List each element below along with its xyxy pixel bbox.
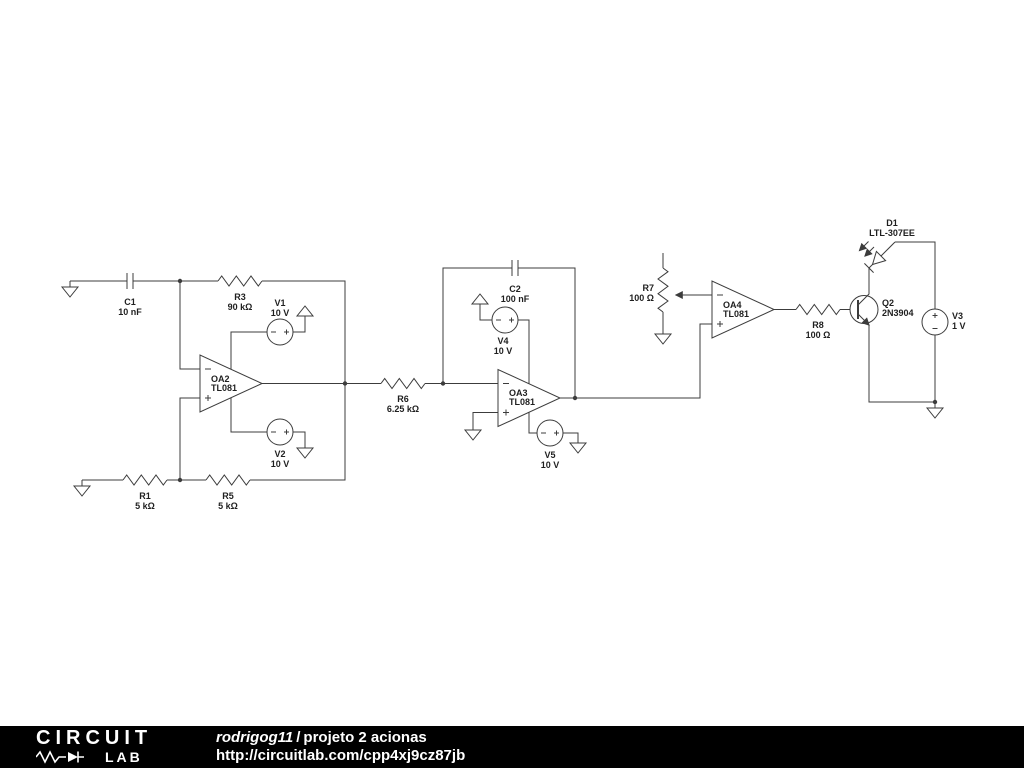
component-r5: R5 5 kΩ bbox=[205, 474, 251, 511]
ref-label: R5 bbox=[222, 491, 234, 501]
component-r3: R3 90 kΩ bbox=[217, 275, 263, 312]
component-v1: V1 10 V bbox=[266, 298, 294, 346]
voltage-source-icon bbox=[921, 308, 949, 336]
footer-separator: / bbox=[296, 729, 301, 746]
capacitor-icon bbox=[126, 272, 134, 290]
component-c2: C2 100 nF bbox=[501, 259, 530, 304]
capacitor-icon bbox=[511, 259, 519, 277]
value-label: 10 V bbox=[271, 308, 290, 318]
voltage-source-icon bbox=[266, 318, 294, 346]
component-oa4: OA4 TL081 bbox=[711, 280, 775, 339]
led-emission-arrow bbox=[858, 241, 869, 252]
component-v3: V3 1 V bbox=[921, 308, 966, 336]
ref-label: R7 bbox=[642, 283, 654, 293]
value-label: 10 nF bbox=[118, 307, 142, 317]
ref-label: V3 bbox=[952, 311, 963, 321]
schematic-svg: C1 10 nF R3 90 kΩ V1 10 V OA2 TL081 bbox=[61, 218, 966, 511]
led-emission-arrow bbox=[864, 246, 875, 257]
wires bbox=[70, 241, 936, 481]
logo-text-lab: LAB bbox=[105, 749, 143, 765]
value-label: 5 kΩ bbox=[218, 501, 238, 511]
value-label: TL081 bbox=[211, 383, 237, 393]
schematic-canvas[interactable]: C1 10 nF R3 90 kΩ V1 10 V OA2 TL081 bbox=[0, 0, 1024, 726]
transistor-collector bbox=[857, 268, 870, 306]
resistor-icon bbox=[205, 474, 251, 486]
resistor-icon bbox=[217, 275, 263, 287]
ground-icon bbox=[73, 479, 91, 497]
ref-label: V1 bbox=[274, 298, 285, 308]
value-label: 10 V bbox=[541, 460, 560, 470]
ref-label: R6 bbox=[397, 394, 409, 404]
ref-label: C1 bbox=[124, 297, 136, 307]
value-label: 5 kΩ bbox=[135, 501, 155, 511]
component-d1: D1 LTL-307EE bbox=[858, 218, 915, 273]
value-label: 90 kΩ bbox=[228, 302, 253, 312]
ref-label: Q2 bbox=[882, 298, 894, 308]
led-triangle bbox=[871, 250, 887, 266]
value-label: 1 V bbox=[952, 321, 966, 331]
ref-label: V5 bbox=[544, 450, 555, 460]
ref-label: R1 bbox=[139, 491, 151, 501]
component-v2: V2 10 V bbox=[266, 418, 294, 469]
component-oa3: OA3 TL081 bbox=[497, 369, 561, 427]
component-c1: C1 10 nF bbox=[118, 272, 142, 317]
ref-label: D1 bbox=[886, 218, 898, 228]
ref-label: R3 bbox=[234, 292, 246, 302]
ground-icon bbox=[296, 441, 314, 459]
value-label: 100 Ω bbox=[629, 293, 654, 303]
value-label: 10 V bbox=[494, 346, 513, 356]
component-q2: Q2 2N3904 bbox=[849, 268, 914, 326]
footer-bar: CIRCUIT LAB rodrigog11/projeto 2 acionas… bbox=[0, 726, 1024, 768]
value-label: LTL-307EE bbox=[869, 228, 915, 238]
ref-label: OA3 bbox=[509, 388, 528, 398]
component-r1: R1 5 kΩ bbox=[122, 474, 168, 511]
ground-icon bbox=[464, 423, 482, 441]
ground-icon bbox=[569, 436, 587, 454]
ref-label: OA4 bbox=[723, 300, 742, 310]
component-oa2: OA2 TL081 bbox=[199, 354, 263, 413]
ground-icon bbox=[654, 327, 672, 345]
value-label: TL081 bbox=[509, 397, 535, 407]
footer-title-line: rodrigog11/projeto 2 acionas bbox=[216, 729, 465, 747]
value-label: 2N3904 bbox=[882, 308, 914, 318]
component-r8: R8 100 Ω bbox=[795, 304, 841, 340]
component-v4: V4 10 V bbox=[491, 306, 519, 356]
potentiometer-icon bbox=[657, 267, 669, 313]
ground-up-icon bbox=[471, 293, 489, 311]
value-label: 100 Ω bbox=[806, 330, 831, 340]
ground-icon bbox=[926, 401, 944, 419]
value-label: TL081 bbox=[723, 309, 749, 319]
value-label: 10 V bbox=[271, 459, 290, 469]
footer-caption: rodrigog11/projeto 2 acionas http://circ… bbox=[216, 729, 465, 765]
component-v5: V5 10 V bbox=[536, 419, 564, 470]
transistor-emitter-arrow bbox=[857, 313, 870, 326]
ref-label: R8 bbox=[812, 320, 824, 330]
resistor-icon bbox=[795, 304, 841, 315]
voltage-source-icon bbox=[491, 306, 519, 334]
ref-label: V2 bbox=[274, 449, 285, 459]
ground-up-icon bbox=[296, 305, 314, 323]
footer-circuit-title: projeto 2 acionas bbox=[303, 729, 427, 746]
ref-label: V4 bbox=[497, 336, 508, 346]
led-cathode-bar bbox=[864, 263, 874, 273]
value-label: 100 nF bbox=[501, 294, 530, 304]
value-label: 6.25 kΩ bbox=[387, 404, 419, 414]
ground-symbols bbox=[61, 280, 944, 497]
ref-label: OA2 bbox=[211, 374, 230, 384]
logo-text-circuit: CIRCUIT bbox=[36, 727, 153, 749]
voltage-source-icon bbox=[266, 418, 294, 446]
resistor-icon bbox=[122, 474, 168, 486]
ref-label: C2 bbox=[509, 284, 521, 294]
footer-url-link[interactable]: http://circuitlab.com/cpp4xj9cz87jb bbox=[216, 747, 466, 764]
resistor-icon bbox=[380, 378, 426, 389]
voltage-source-icon bbox=[536, 419, 564, 447]
logo-resistor-diode-icon bbox=[36, 750, 84, 764]
junction-dots bbox=[177, 278, 938, 483]
component-r7: R7 100 Ω bbox=[629, 267, 712, 313]
circuitlab-logo[interactable]: CIRCUIT LAB bbox=[36, 727, 190, 765]
ground-icon bbox=[61, 280, 79, 298]
footer-author[interactable]: rodrigog11 bbox=[216, 729, 294, 746]
component-r6: R6 6.25 kΩ bbox=[380, 378, 426, 414]
